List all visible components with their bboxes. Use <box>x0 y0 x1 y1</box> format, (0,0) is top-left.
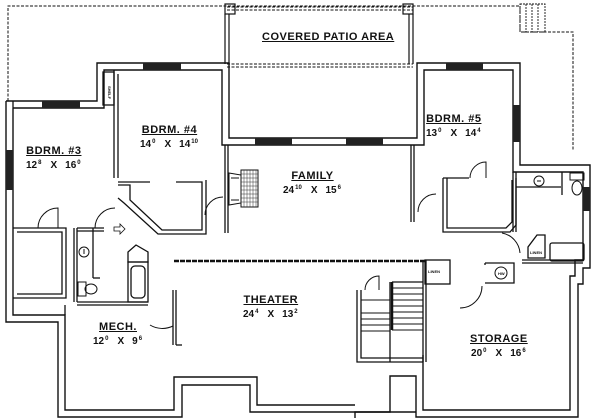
length-feet: 9 <box>132 336 138 347</box>
length-inches: 2 <box>294 309 298 315</box>
dim-separator: X <box>267 309 275 320</box>
length-feet: 15 <box>325 185 337 196</box>
room-name: MECH. <box>99 321 137 333</box>
length-inches: 6 <box>522 348 526 354</box>
dim-separator: X <box>495 348 503 359</box>
covered-patio-label: COVERED PATIO AREA <box>262 31 394 43</box>
bdrm5-label: BDRM. #5 130 X 144 <box>426 113 482 140</box>
interior-walls-left <box>12 70 229 346</box>
width-inches: 4 <box>255 309 259 315</box>
room-dimensions: 2410 X 156 <box>283 182 342 197</box>
length-feet: 16 <box>65 160 77 171</box>
patio-columns <box>224 3 414 64</box>
hearth-tiles <box>241 170 258 207</box>
deck-stairs <box>519 3 546 33</box>
room-name: COVERED PATIO AREA <box>262 31 395 43</box>
dim-separator: X <box>50 160 58 171</box>
fixtures <box>77 169 585 297</box>
length-inches: 0 <box>77 160 81 166</box>
door-swings <box>37 161 521 329</box>
dim-separator: X <box>117 336 125 347</box>
room-name: FAMILY <box>291 170 334 182</box>
length-inches: 4 <box>477 128 481 134</box>
stair-treads <box>361 287 423 332</box>
width-inches: 8 <box>38 160 42 166</box>
room-dimensions: 200 X 166 <box>470 345 528 360</box>
dim-separator: X <box>164 139 172 150</box>
width-feet: 24 <box>283 185 295 196</box>
shelf-label: SHELF <box>107 85 113 100</box>
family-label: FAMILY 2410 X 156 <box>283 170 342 197</box>
width-feet: 20 <box>471 348 483 359</box>
width-inches: 0 <box>483 348 487 354</box>
length-inches: 10 <box>191 139 198 145</box>
room-dimensions: 130 X 144 <box>426 125 482 140</box>
linen-label: LINEN <box>428 269 440 274</box>
bdrm3-label: BDRM. #3 128 X 160 <box>26 145 82 172</box>
hot-water-label: HW <box>498 271 505 276</box>
room-dimensions: 128 X 160 <box>26 157 82 172</box>
deck-outline <box>7 5 574 150</box>
length-feet: 14 <box>179 139 191 150</box>
room-name: THEATER <box>243 294 299 306</box>
theater-label: THEATER 244 X 132 <box>243 294 299 321</box>
room-dimensions: 244 X 132 <box>243 306 299 321</box>
interior-walls-right <box>356 145 585 363</box>
length-feet: 13 <box>282 309 294 320</box>
dim-separator: X <box>450 128 458 139</box>
room-name: STORAGE <box>470 333 528 345</box>
storage-label: STORAGE 200 X 166 <box>470 333 528 360</box>
width-feet: 13 <box>426 128 438 139</box>
windows <box>6 63 590 211</box>
width-inches: 0 <box>105 336 109 342</box>
room-name: BDRM. #3 <box>26 145 82 157</box>
width-inches: 0 <box>438 128 442 134</box>
linen-label: LINEN <box>530 250 542 255</box>
room-name: BDRM. #4 <box>141 124 198 136</box>
length-feet: 16 <box>510 348 522 359</box>
width-feet: 14 <box>140 139 152 150</box>
width-feet: 12 <box>93 336 105 347</box>
width-feet: 24 <box>243 309 255 320</box>
length-feet: 14 <box>465 128 477 139</box>
room-name: BDRM. #5 <box>426 113 482 125</box>
width-inches: 0 <box>152 139 156 145</box>
length-inches: 6 <box>337 185 341 191</box>
arrow-icon <box>113 223 126 235</box>
dim-separator: X <box>310 185 318 196</box>
length-inches: 6 <box>138 336 143 342</box>
width-feet: 12 <box>26 160 38 171</box>
width-inches: 10 <box>295 185 302 191</box>
